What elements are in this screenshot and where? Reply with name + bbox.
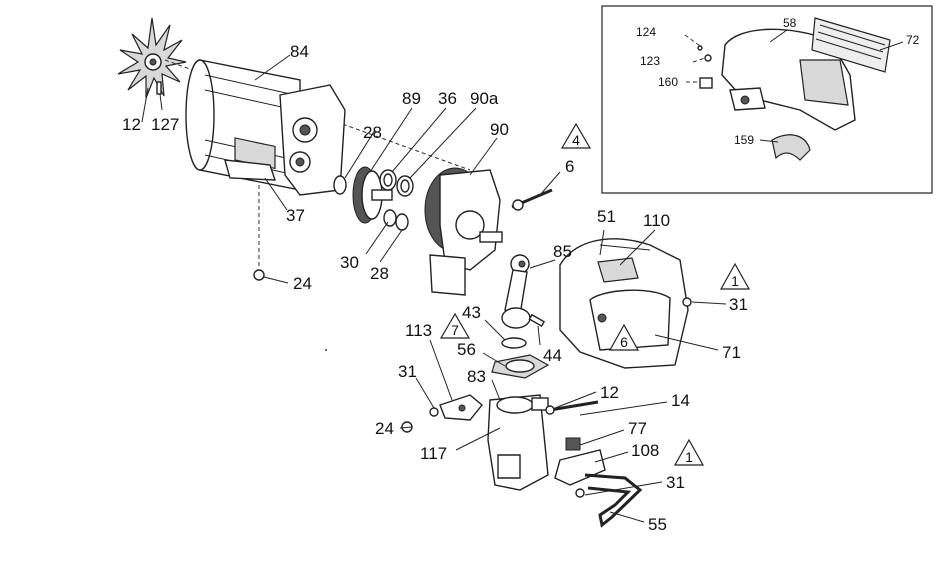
bolt-14 (545, 400, 599, 415)
label-117: 117 (420, 444, 447, 463)
label-71: 71 (722, 343, 741, 362)
inset-bracket-159 (771, 134, 811, 161)
inset-screw-124 (697, 45, 703, 51)
label-24-lower: 24 (375, 419, 394, 438)
leader-lines (141, 54, 727, 523)
label-43: 43 (462, 303, 481, 322)
label-36: 36 (438, 89, 457, 108)
washer-30 (383, 209, 397, 227)
nut-31-left (429, 407, 439, 417)
label-84: 84 (290, 42, 309, 61)
svg-text:1: 1 (685, 449, 693, 465)
gear-89 (352, 166, 393, 224)
inset-label-123: 123 (640, 54, 660, 68)
washer-90a (396, 175, 414, 197)
label-55: 55 (648, 515, 667, 534)
bolt-6 (511, 188, 553, 211)
warning-triangle-4: 4 (560, 122, 592, 149)
label-31-left: 31 (398, 362, 417, 381)
inset-label-58: 58 (783, 16, 797, 30)
label-108: 108 (631, 441, 659, 460)
label-28-upper: 28 (363, 123, 382, 142)
label-77: 77 (628, 419, 647, 438)
washer-28-upper (333, 175, 347, 195)
inset-part-160 (699, 77, 713, 89)
label-44: 44 (543, 346, 562, 365)
pin-part (156, 81, 162, 95)
nut-24-upper (253, 185, 265, 281)
label-90a: 90a (470, 89, 499, 108)
inset-screw-123 (704, 54, 712, 62)
bracket-77 (565, 437, 581, 451)
label-110: 110 (643, 211, 670, 230)
label-89: 89 (402, 89, 421, 108)
inset-detail-box: 124 58 72 123 160 159 (601, 5, 933, 194)
motor-part (185, 59, 346, 196)
warning-triangle-7: 7 (439, 312, 471, 339)
warning-triangle-1-lower: 1 (673, 438, 705, 466)
label-113: 113 (405, 321, 432, 340)
label-37: 37 (286, 206, 305, 225)
inset-panel-72 (811, 17, 891, 73)
inset-leader-lines (684, 29, 904, 143)
label-31-right: 31 (729, 295, 748, 314)
gear-housing-part (424, 167, 503, 296)
stray-dot (325, 349, 327, 351)
label-51: 51 (597, 207, 616, 226)
warning-triangle-6: 6 (608, 323, 640, 351)
washer-28-lower (395, 213, 409, 231)
label-83: 83 (467, 367, 486, 386)
warning-triangle-1-upper: 1 (719, 262, 751, 290)
inset-label-72: 72 (906, 33, 920, 47)
bracket-113 (439, 394, 483, 421)
inset-cover-58 (721, 28, 856, 131)
connecting-rod-part (501, 254, 531, 329)
label-6: 6 (565, 157, 574, 176)
screw-31-right (682, 297, 692, 307)
bracket-108 (554, 449, 606, 486)
label-28-lower: 28 (370, 264, 389, 283)
label-12-fan: 12 (122, 115, 141, 134)
oring-43 (501, 337, 527, 349)
label-31-lower: 31 (666, 473, 685, 492)
svg-text:7: 7 (451, 322, 459, 338)
label-56: 56 (457, 340, 476, 359)
handle-55 (575, 473, 643, 528)
flange-56 (491, 354, 550, 379)
inset-label-124: 124 (636, 25, 656, 39)
fan-part (117, 17, 187, 99)
inset-label-159: 159 (734, 133, 754, 147)
label-30: 30 (340, 253, 359, 272)
svg-text:4: 4 (572, 132, 580, 148)
pump-head-part (487, 394, 549, 491)
label-12-screw: 12 (600, 383, 619, 402)
label-90: 90 (490, 120, 509, 139)
label-127: 127 (151, 115, 179, 134)
washer-36 (379, 169, 397, 191)
label-24-upper: 24 (293, 274, 312, 293)
svg-text:1: 1 (731, 273, 739, 289)
label-14: 14 (671, 391, 690, 410)
label-85: 85 (553, 242, 572, 261)
svg-text:6: 6 (620, 334, 628, 350)
inset-label-160: 160 (658, 75, 678, 89)
pin-44 (528, 313, 546, 328)
